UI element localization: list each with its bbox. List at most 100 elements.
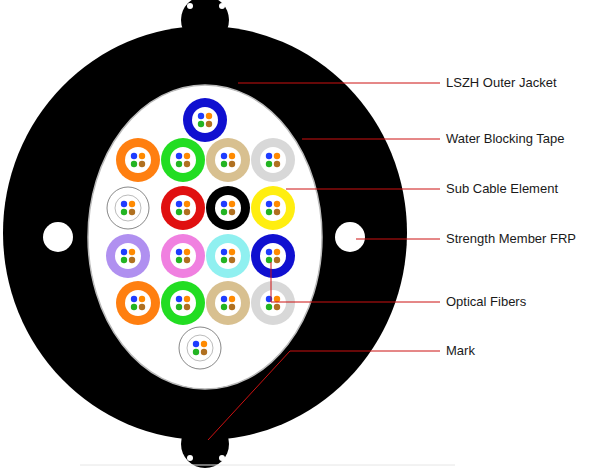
tube-sheath	[161, 138, 205, 182]
optical-fiber	[221, 209, 227, 215]
optical-fiber	[229, 257, 235, 263]
tube-core	[215, 243, 241, 269]
optical-fiber	[198, 113, 204, 119]
optical-fiber	[121, 209, 127, 215]
optical-fiber	[184, 257, 190, 263]
optical-fiber	[221, 304, 227, 310]
optical-fiber	[121, 201, 127, 207]
tube-sheath	[206, 281, 250, 325]
optical-fiber	[176, 161, 182, 167]
optical-fiber	[176, 296, 182, 302]
optical-fiber	[131, 296, 137, 302]
tube-core	[125, 290, 151, 316]
leader-lines	[208, 83, 440, 440]
tube-core	[125, 147, 151, 173]
sub-cable-element	[206, 138, 250, 182]
optical-fiber	[221, 161, 227, 167]
sub-cable-element	[107, 187, 149, 229]
optical-fiber	[139, 161, 145, 167]
optical-fiber	[221, 257, 227, 263]
optical-fiber	[176, 304, 182, 310]
optical-fiber	[274, 257, 280, 263]
tube-sheath	[251, 138, 295, 182]
optical-fiber	[266, 153, 272, 159]
optical-fiber	[266, 201, 272, 207]
tube-core	[192, 107, 218, 133]
callout-label: LSZH Outer Jacket	[444, 75, 559, 91]
optical-fiber	[131, 161, 137, 167]
bottom-rule	[80, 465, 455, 466]
sub-cable-element	[161, 138, 205, 182]
optical-fiber	[229, 209, 235, 215]
optical-fiber	[121, 257, 127, 263]
outer-jacket	[3, 0, 407, 468]
optical-fiber	[266, 249, 272, 255]
optical-fiber	[176, 153, 182, 159]
tube-sheath	[161, 234, 205, 278]
tube-core	[260, 147, 286, 173]
optical-fiber	[184, 201, 190, 207]
optical-fiber	[184, 304, 190, 310]
sub-cable-element	[161, 234, 205, 278]
optical-fiber	[274, 249, 280, 255]
optical-fiber	[206, 113, 212, 119]
tube-core	[215, 195, 241, 221]
optical-fiber	[184, 153, 190, 159]
tube-sheath	[206, 186, 250, 230]
callout-label: Optical Fibers	[444, 294, 528, 310]
callout-label: Water Blocking Tape	[444, 131, 567, 147]
optical-fiber	[184, 209, 190, 215]
optical-fiber	[229, 201, 235, 207]
optical-fiber	[266, 209, 272, 215]
optical-fiber	[229, 296, 235, 302]
optical-fiber	[274, 304, 280, 310]
optical-fiber	[176, 201, 182, 207]
tube-core	[187, 335, 213, 361]
sub-cable-element	[183, 98, 227, 142]
optical-fiber	[229, 249, 235, 255]
optical-fiber	[221, 296, 227, 302]
tube-sheath	[161, 281, 205, 325]
tube-core	[115, 195, 141, 221]
sub-cable-element	[251, 234, 295, 278]
callout-label: Strength Member FRP	[444, 231, 578, 247]
optical-fiber	[176, 257, 182, 263]
tube-sheath	[107, 187, 149, 229]
sub-cable-element	[251, 186, 295, 230]
sub-cable-element	[161, 281, 205, 325]
optical-fiber	[274, 153, 280, 159]
optical-fiber	[129, 201, 135, 207]
tube-sheath	[179, 327, 221, 369]
optical-fiber	[206, 121, 212, 127]
optical-fiber	[139, 153, 145, 159]
optical-fiber	[221, 153, 227, 159]
sub-cable-element	[179, 327, 221, 369]
optical-fiber	[129, 209, 135, 215]
optical-fiber	[201, 341, 207, 347]
optical-fiber	[274, 201, 280, 207]
sub-cable-element	[251, 138, 295, 182]
sub-cable-element	[106, 234, 150, 278]
optical-fiber	[184, 296, 190, 302]
optical-fiber	[198, 121, 204, 127]
water-blocking-tape	[88, 85, 322, 389]
optical-fiber	[129, 257, 135, 263]
tube-sheath	[206, 234, 250, 278]
tube-sheath	[116, 138, 160, 182]
optical-fiber	[274, 161, 280, 167]
tube-core	[170, 195, 196, 221]
sub-cable-element	[206, 186, 250, 230]
tube-sheath	[183, 98, 227, 142]
tube-core	[260, 195, 286, 221]
optical-fiber	[274, 296, 280, 302]
tube-core	[260, 243, 286, 269]
tube-core	[215, 290, 241, 316]
optical-fiber	[274, 209, 280, 215]
sub-cable-element	[161, 186, 205, 230]
optical-fiber	[266, 304, 272, 310]
tube-sheath	[116, 281, 160, 325]
optical-fiber	[131, 153, 137, 159]
tube-sheath	[251, 281, 295, 325]
optical-fiber	[229, 153, 235, 159]
tube-core	[170, 290, 196, 316]
